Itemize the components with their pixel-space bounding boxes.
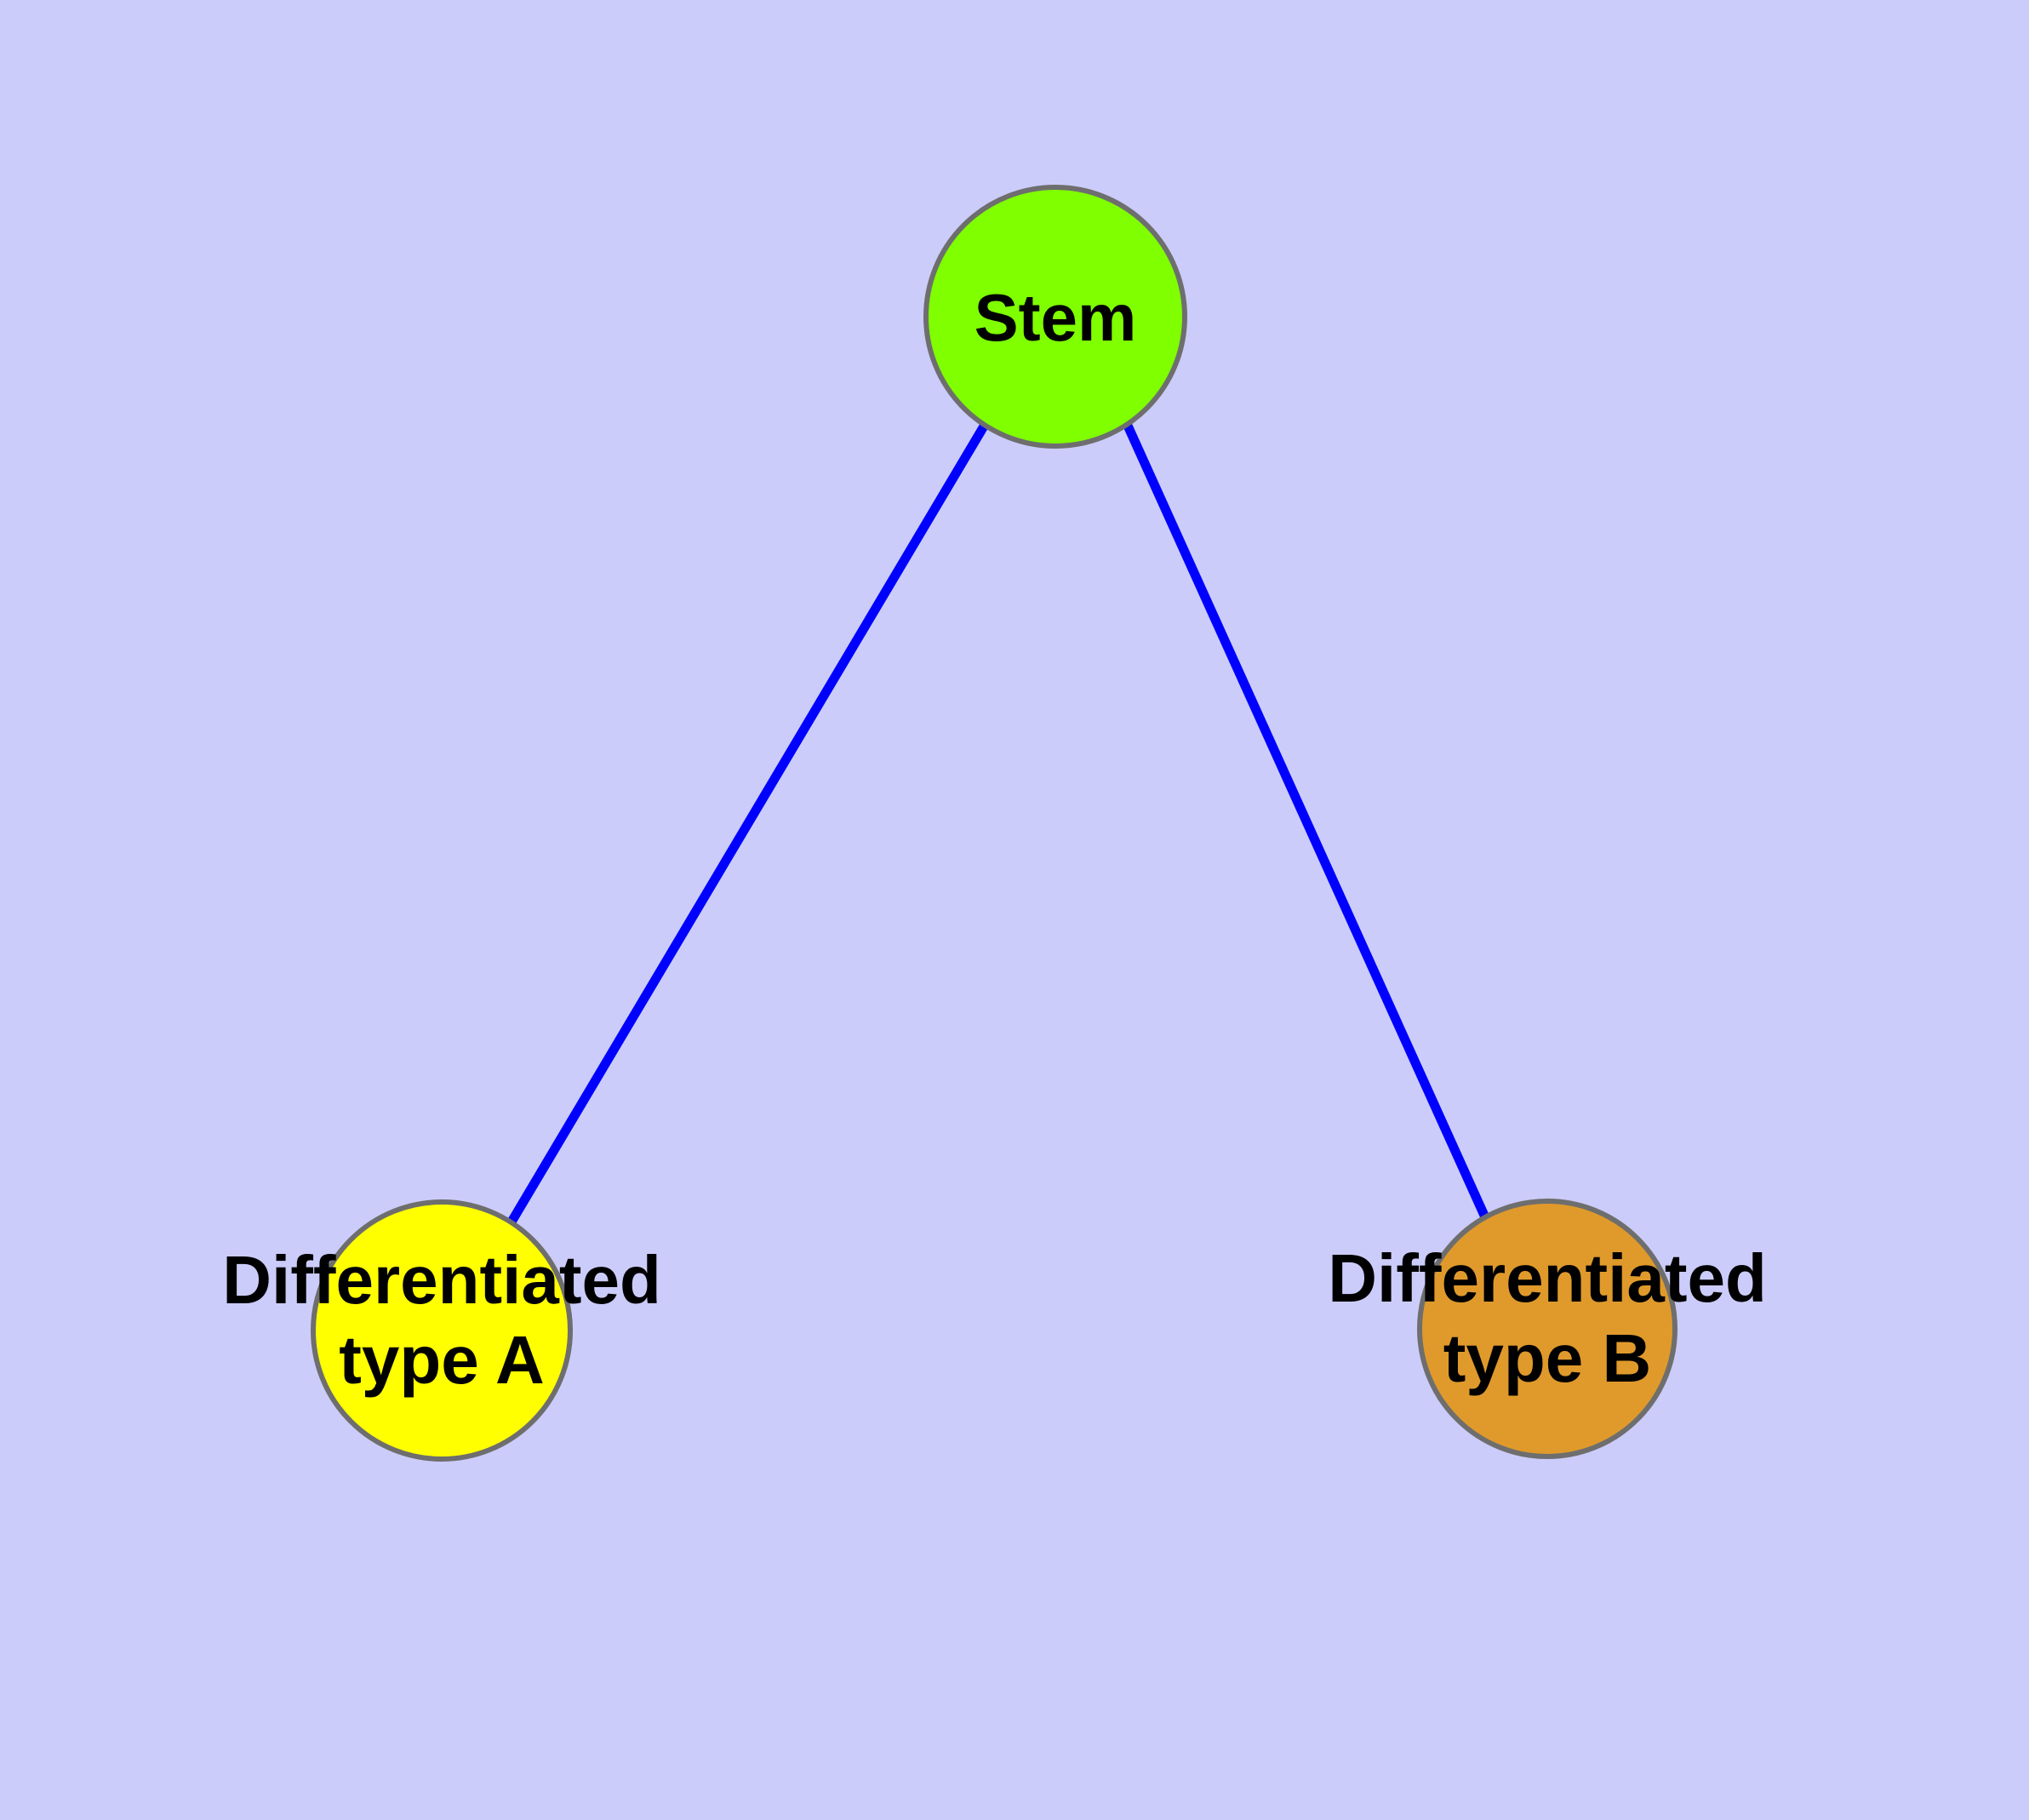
node-differentiated-type-a[interactable] [311, 1199, 573, 1462]
node-differentiated-type-b-label-line2: type B [1443, 1320, 1652, 1396]
node-differentiated-type-a-label-line2: type A [339, 1322, 545, 1398]
node-differentiated-type-b-label-line1: Differentiated [1328, 1240, 1767, 1316]
node-stem-circle[interactable] [923, 185, 1187, 449]
edge-stem-to-differentiated-type-a[interactable] [506, 422, 989, 1226]
nodes-layer: Stem [311, 185, 1677, 1462]
node-stem-label-line1: Stem [974, 280, 1137, 355]
node-stem[interactable]: Stem [923, 185, 1187, 449]
edges-layer [506, 422, 1490, 1226]
node-differentiated-type-a-circle[interactable] [311, 1199, 573, 1462]
node-differentiated-type-b[interactable] [1417, 1199, 1677, 1459]
edge-stem-to-differentiated-type-b[interactable] [1123, 423, 1490, 1220]
node-differentiated-type-b-circle[interactable] [1417, 1199, 1677, 1459]
leaf-labels-layer: Differentiated type A Differentiated typ… [222, 1240, 1767, 1398]
node-differentiated-type-a-label-line1: Differentiated [222, 1242, 661, 1318]
